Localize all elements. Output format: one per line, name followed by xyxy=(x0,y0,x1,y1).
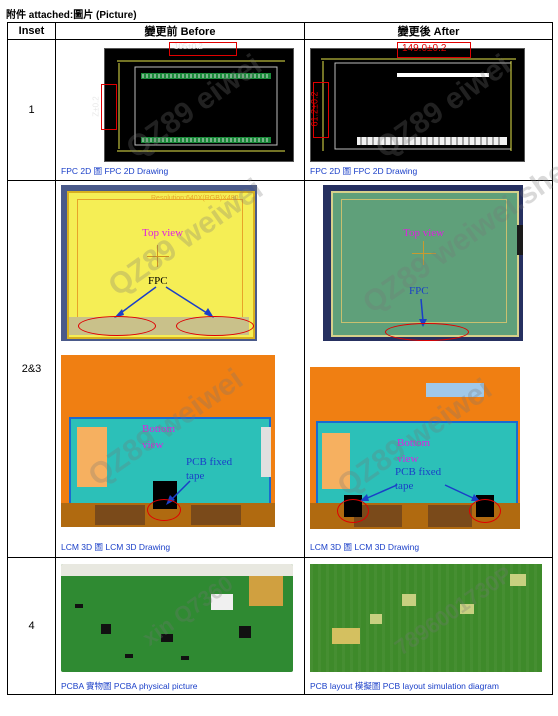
header-after: 變更後 After xyxy=(304,22,553,40)
comparison-table: Inset 變更前 Before 變更後 After 1 xyxy=(7,22,558,695)
dimension-side-label: 61.2±0.2 xyxy=(309,91,320,127)
inset-number: 4 xyxy=(7,557,56,695)
top-view-label: Top view xyxy=(142,227,184,239)
attachment-caption: 附件 attached:圖片 (Picture) xyxy=(6,10,137,21)
row-inset-4: 4 xin Q7360 PCBA 實物圖 PCBA physical pictu… xyxy=(7,557,553,695)
fpc-label: FPC xyxy=(148,275,168,287)
lcm-top-view-after xyxy=(323,185,523,341)
dimension-highlight-top xyxy=(169,42,237,56)
dimension-top-label: 149.0±0.2 xyxy=(402,43,447,54)
top-view-label: Top view xyxy=(403,227,445,239)
figure-caption: LCM 3D 圖 LCM 3D Drawing xyxy=(61,542,171,552)
pcba-photo xyxy=(61,564,293,672)
header-inset: Inset xyxy=(7,22,56,40)
resolution-label: Resolution:640X(RGB)X480 xyxy=(151,195,239,202)
row1-after-cell: 149.0±0.2 61.2±0.2 QZ89 eiwei FPC 2D 圖 F… xyxy=(304,39,553,181)
row2-after-cell: Top view FPC Bottom xyxy=(304,155,558,558)
fpc-highlight xyxy=(385,323,469,341)
fpc-highlight-right xyxy=(176,316,254,336)
figure-caption: FPC 2D 圖 FPC 2D Drawing xyxy=(310,166,418,176)
row4-before-cell: xin Q7360 PCBA 實物圖 PCBA physical picture xyxy=(55,557,305,695)
pcb-fixed-tape-label: PCB fixed tape xyxy=(186,456,233,482)
row1-before-cell: 105±0.2 Z±0.2 QZ89 eiwei FPC 2D 圖 FPC 2D… xyxy=(55,39,305,181)
header-before: 變更前 Before xyxy=(55,22,305,40)
pcb-arrow-before xyxy=(166,480,191,505)
pcb-tape-highlight-right xyxy=(469,499,501,523)
fpc-highlight-left xyxy=(78,316,156,336)
figure-caption: PCBA 實物圖 PCBA physical picture xyxy=(61,681,198,691)
pcb-layout-simulation xyxy=(310,564,542,672)
dimension-highlight-top xyxy=(397,42,471,58)
row-inset-2-3: 2&3 Resolution:640X(RGB)X480 Top view FP… xyxy=(7,155,558,558)
pcb-tape-highlight-left xyxy=(337,499,369,523)
bottom-view-label: Bottom view xyxy=(397,437,431,465)
lcm-top-view-before xyxy=(61,185,257,341)
inset-number: 1 xyxy=(7,39,56,181)
header-row: Inset 變更前 Before 變更後 After xyxy=(7,22,553,40)
row4-after-cell: 7896001730P PCB layout 模擬圖 PCB layout si… xyxy=(304,557,553,695)
pcb-arrows-after xyxy=(360,484,480,501)
dimension-top-label: 105±0.2 xyxy=(174,42,203,51)
row-inset-1: 1 xyxy=(7,39,553,181)
row2-before-cell: Resolution:640X(RGB)X480 Top view FPC xyxy=(55,172,305,558)
figure-caption: FPC 2D 圖 FPC 2D Drawing xyxy=(61,166,169,176)
fpc-2d-drawing-after xyxy=(310,48,525,162)
dimension-highlight-side xyxy=(313,82,329,138)
fpc-2d-svg-before xyxy=(117,60,285,152)
fpc-2d-svg-after xyxy=(321,58,516,151)
dimension-highlight-side xyxy=(101,84,117,130)
dimension-side-label: Z±0.2 xyxy=(91,96,101,117)
figure-caption: PCB layout 模擬圖 PCB layout simulation dia… xyxy=(310,681,499,691)
bottom-view-label: Bottom view xyxy=(142,423,176,451)
pcb-tape-highlight xyxy=(147,499,181,521)
figure-caption: LCM 3D 圖 LCM 3D Drawing xyxy=(310,542,420,552)
fpc-2d-drawing-before xyxy=(104,48,294,162)
fpc-label: FPC xyxy=(409,285,429,297)
pcb-fixed-tape-label: PCB fixed tape xyxy=(395,466,442,492)
inset-number: 2&3 xyxy=(7,180,56,558)
